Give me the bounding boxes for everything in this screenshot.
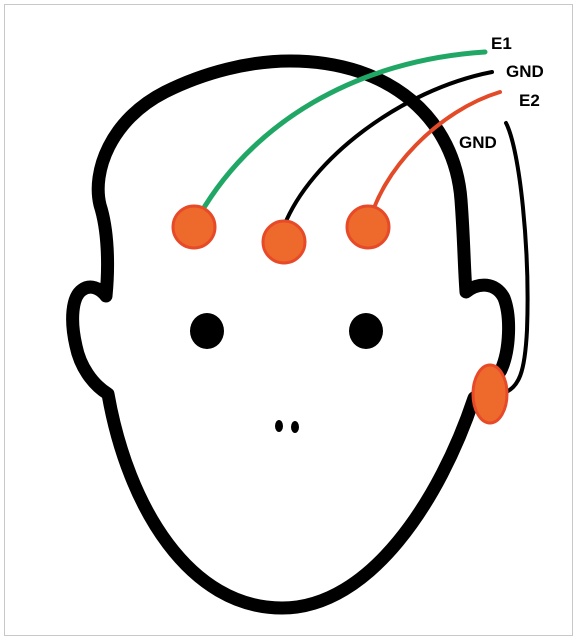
left-eye bbox=[190, 313, 224, 349]
right-nostril bbox=[291, 421, 299, 433]
electrode-ear bbox=[473, 365, 507, 423]
electrode-e2 bbox=[347, 206, 389, 248]
electrode-gnd-forehead bbox=[263, 221, 305, 263]
right-eye bbox=[349, 313, 383, 349]
label-e2: E2 bbox=[519, 91, 540, 110]
left-nostril bbox=[275, 420, 283, 432]
label-gnd-top: GND bbox=[506, 62, 544, 81]
electrode-e1 bbox=[173, 206, 215, 248]
label-gnd-side: GND bbox=[459, 133, 497, 152]
head-outline bbox=[73, 61, 509, 608]
label-e1: E1 bbox=[491, 34, 512, 53]
